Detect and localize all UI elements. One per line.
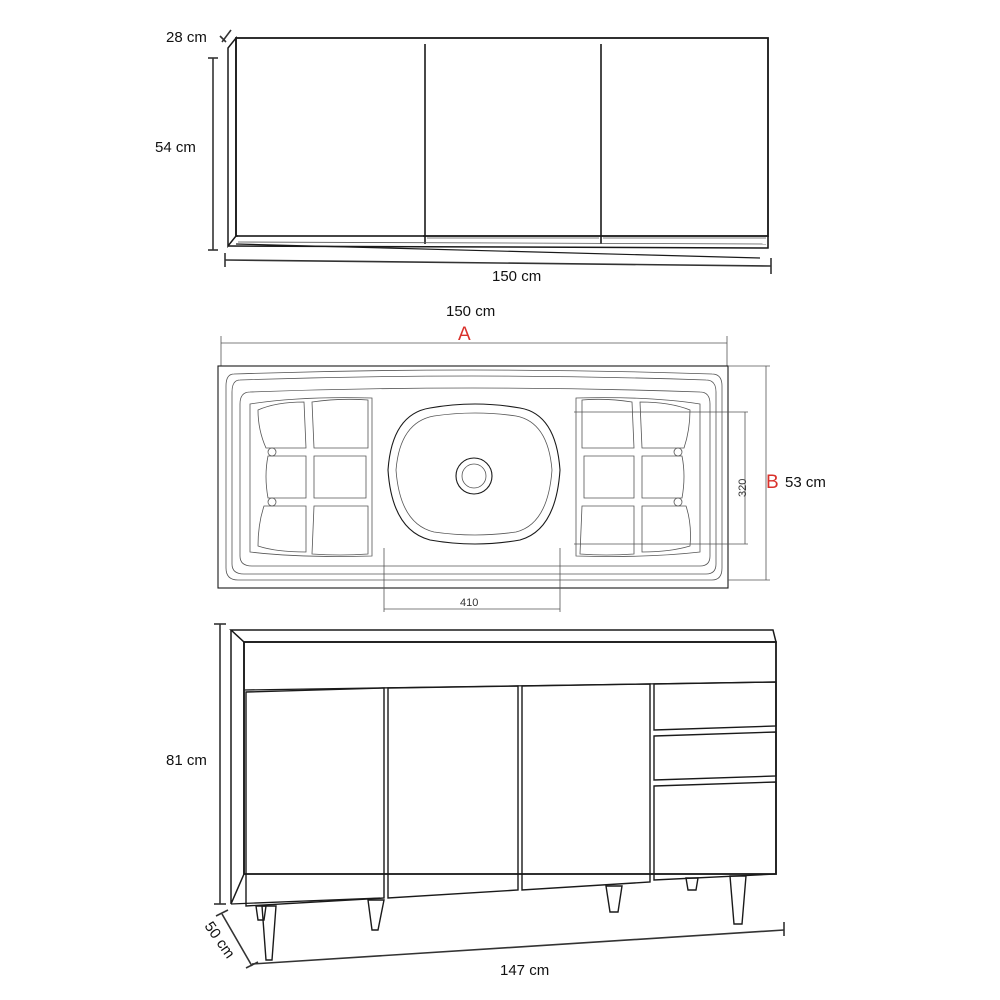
base-door-1: [245, 687, 385, 907]
right-drainboard: [575, 397, 701, 557]
basin-height-label: 320: [737, 479, 749, 497]
sink-basin: [387, 403, 561, 545]
base-drawer-2: [653, 731, 777, 781]
base-cabinet: [229, 629, 777, 961]
leg-mid-right: [605, 885, 623, 913]
leg-front-right: [729, 875, 747, 925]
base-door-2: [387, 685, 519, 899]
base-height-label: 81 cm: [166, 752, 207, 769]
wall-cabinet-body: [235, 37, 769, 237]
wall-cabinet-side: [227, 35, 237, 249]
sink-depth-label: 53 cm: [785, 474, 826, 491]
sink-drain: [455, 457, 493, 495]
base-width-dim-line: [251, 929, 785, 965]
leg-mid-left: [367, 899, 385, 931]
base-depth-dim-line: [221, 913, 253, 967]
base-drawer-3: [653, 781, 777, 881]
wall-width-dim-line: [224, 259, 772, 267]
base-cabinet-body: [243, 641, 777, 875]
wall-cabinet: [227, 35, 769, 259]
sink-top: 150 cm A: [217, 303, 826, 612]
sink-slab: [217, 365, 729, 589]
base-drawer-1: [653, 681, 777, 731]
sink-width-letter: A: [458, 324, 471, 345]
wall-depth-label: 28 cm: [166, 29, 207, 46]
base-countertop: [229, 629, 777, 643]
wall-dimensions: 28 cm 54 cm 150 cm: [155, 29, 772, 285]
base-depth-label: 50 cm: [201, 919, 238, 962]
sink-rim: [225, 369, 723, 581]
base-dimensions: 81 cm 50 cm 147 cm: [166, 623, 785, 979]
leg-back-left: [255, 905, 267, 921]
leg-front-left: [261, 905, 277, 961]
base-width-label: 147 cm: [500, 962, 549, 979]
basin-width-label: 410: [460, 597, 478, 609]
sink-depth-letter: B: [766, 472, 779, 493]
wall-height-label: 54 cm: [155, 139, 196, 156]
base-cabinet-side: [230, 630, 245, 905]
left-drainboard: [249, 397, 373, 557]
leg-back-right: [685, 877, 699, 891]
sink-width-label: 150 cm: [446, 303, 495, 320]
wall-width-label: 150 cm: [492, 268, 541, 285]
base-door-3: [521, 683, 651, 891]
